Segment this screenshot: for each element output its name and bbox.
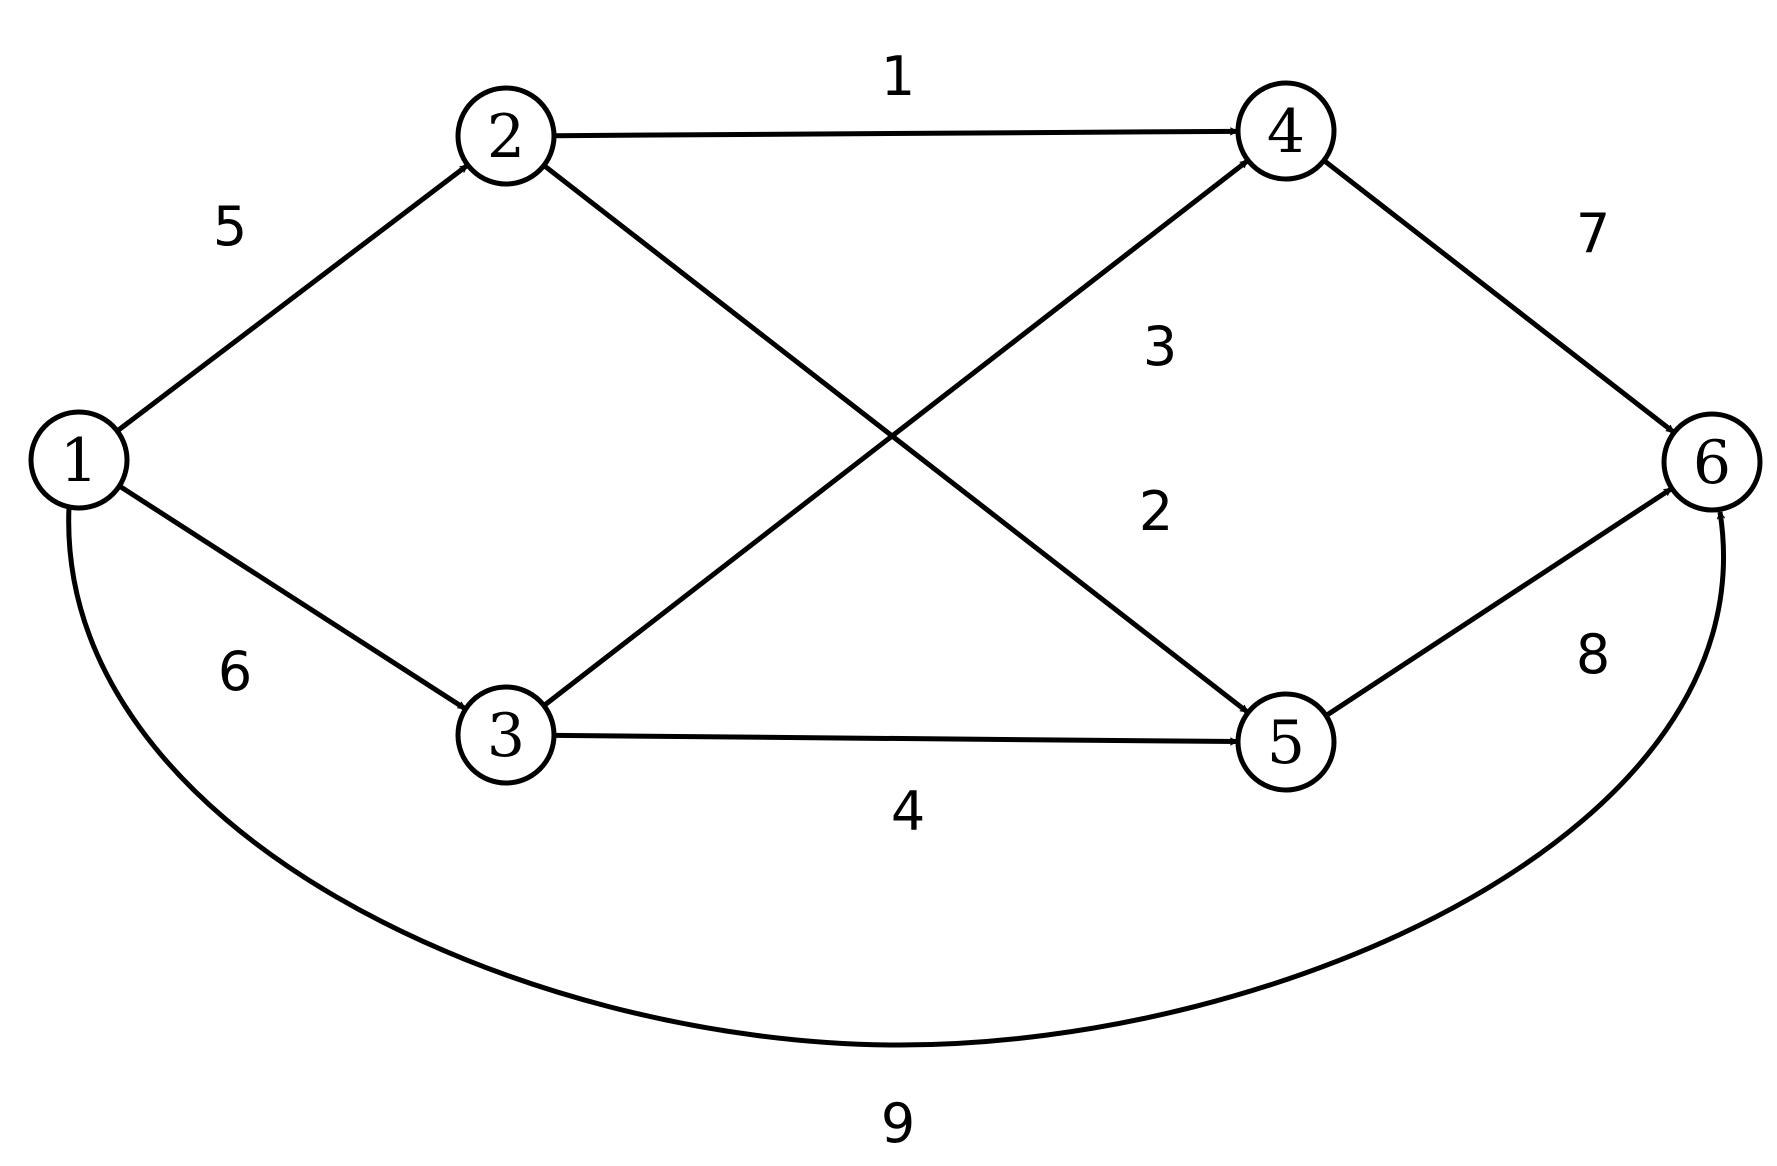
edge-weight-5-6: 8: [1576, 623, 1610, 686]
edge-2-5: [542, 163, 1249, 714]
node-4-label: 4: [1267, 97, 1305, 167]
node-2-circle: [455, 85, 557, 187]
node-3-circle: [455, 684, 557, 786]
edge-weight-1-6: 9: [881, 1092, 915, 1155]
edge-weight-2-4: 1: [881, 45, 915, 108]
node-4: 4: [1235, 80, 1337, 182]
edge-5-6: [1324, 486, 1673, 718]
edge-3-5: [553, 732, 1239, 746]
edge-weight-1-3: 6: [218, 640, 252, 703]
nodes-layer: 1 2 3 4 5 6: [28, 80, 1763, 793]
node-4-circle: [1235, 80, 1337, 182]
edge-4-6: [1322, 158, 1675, 434]
node-3: 3: [455, 684, 557, 786]
edge-weight-3-4: 3: [1143, 315, 1177, 378]
node-5: 5: [1235, 691, 1337, 793]
node-1-label: 1: [60, 426, 98, 496]
edge-weight-4-6: 7: [1576, 202, 1610, 265]
node-6-label: 6: [1693, 428, 1731, 498]
node-6: 6: [1661, 411, 1763, 513]
node-1: 1: [28, 409, 130, 511]
node-5-circle: [1235, 691, 1337, 793]
edge-1-6: [66, 506, 1726, 1048]
edge-1-2: [115, 163, 469, 433]
node-2-label: 2: [487, 102, 525, 172]
edge-2-4: [553, 127, 1239, 139]
edge-3-4: [542, 159, 1249, 708]
node-1-circle: [28, 409, 130, 511]
edge-1-3: [118, 483, 467, 711]
edge-weight-1-2: 5: [213, 195, 247, 258]
edge-weight-3-5: 4: [891, 780, 925, 843]
node-6-circle: [1661, 411, 1763, 513]
edge-weight-2-5: 2: [1139, 480, 1173, 543]
node-3-label: 3: [487, 701, 525, 771]
node-5-label: 5: [1267, 708, 1305, 778]
node-2: 2: [455, 85, 557, 187]
